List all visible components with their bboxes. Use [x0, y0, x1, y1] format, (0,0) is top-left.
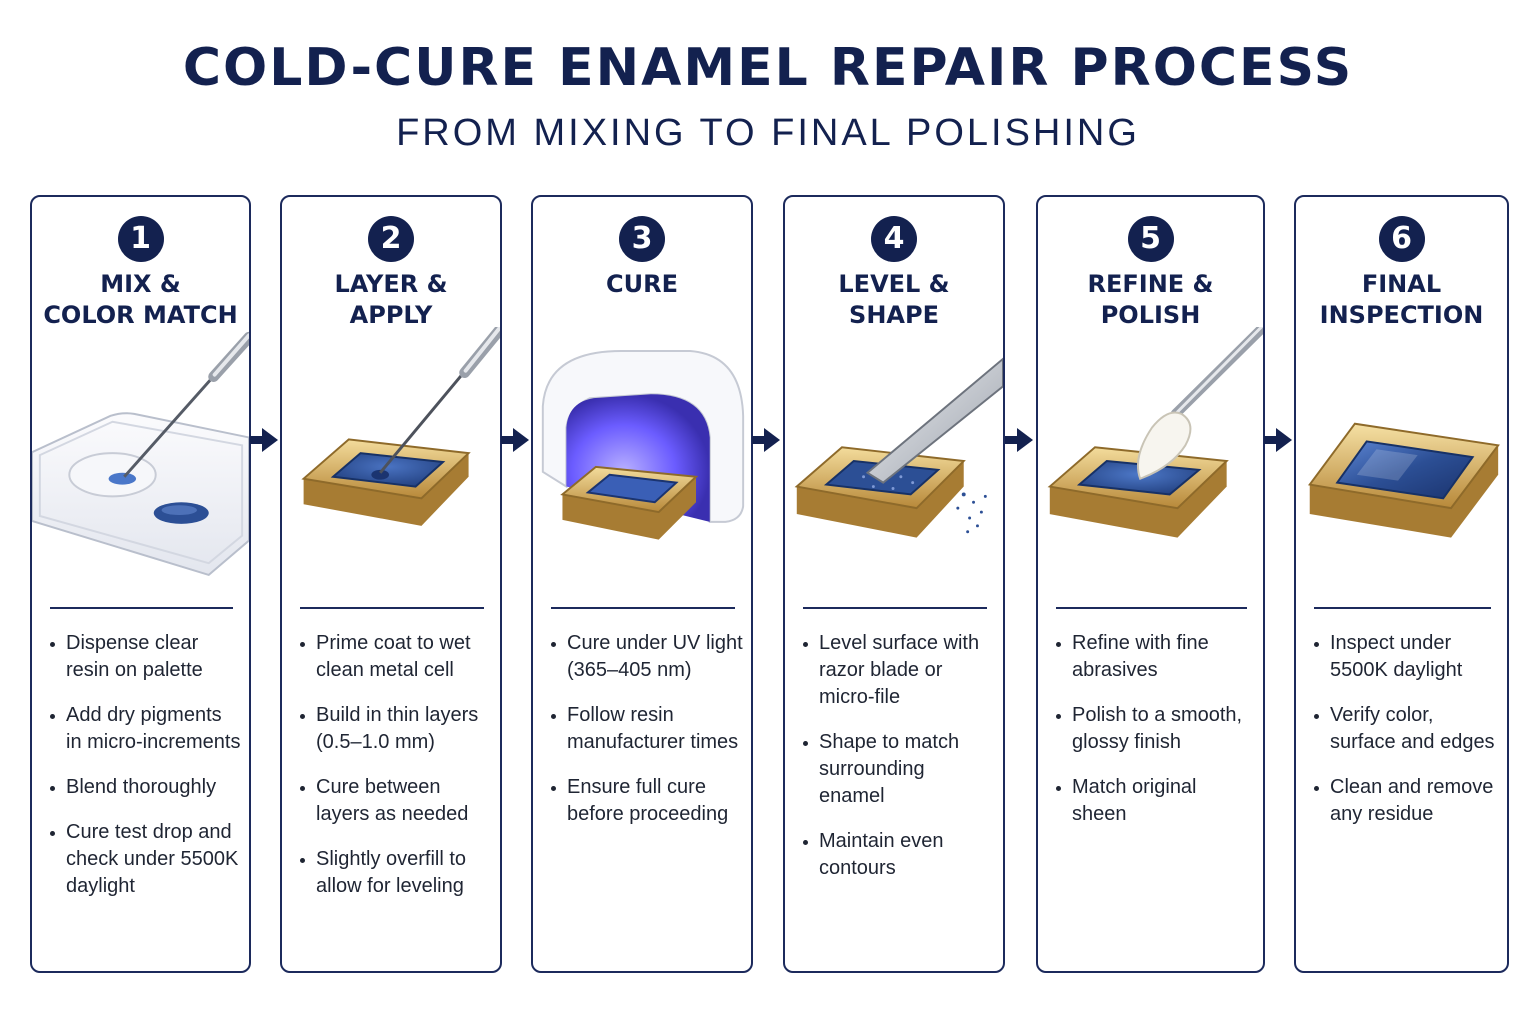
divider	[1314, 607, 1491, 609]
list-item: Level surface with razor blade or micro-…	[799, 630, 995, 711]
list-item: Verify color, surface and edges	[1310, 702, 1499, 756]
list-item: Maintain even contours	[799, 828, 995, 882]
uv-lamp-icon	[541, 350, 745, 540]
step-title-line: INSPECTION	[1319, 301, 1484, 329]
step-title-line: POLISH	[1100, 301, 1201, 329]
step-title-line: LEVEL &	[838, 270, 950, 298]
step-title: LEVEL & SHAPE	[789, 269, 999, 331]
list-item: Inspect under 5500K daylight	[1310, 630, 1499, 684]
divider	[551, 607, 735, 609]
step-card-5: 5 REFINE & POLISH Refine with fine abras…	[1036, 195, 1265, 973]
finished-badge-icon	[1307, 422, 1500, 538]
step-number-badge: 4	[871, 216, 917, 262]
bullet-list: Cure under UV light (365–405 nm) Follow …	[547, 630, 743, 846]
list-item: Follow resin manufacturer times	[547, 702, 743, 756]
step-number-badge: 3	[619, 216, 665, 262]
divider	[300, 607, 484, 609]
step-title: MIX & COLOR MATCH	[36, 269, 245, 331]
step-card-4: 4 LEVEL & SHAPE Level surface with razo	[783, 195, 1005, 973]
arrow-right-icon	[501, 428, 529, 452]
list-item: Cure under UV light (365–405 nm)	[547, 630, 743, 684]
bullet-list: Level surface with razor blade or micro-…	[799, 630, 995, 900]
arrow-right-icon	[250, 428, 278, 452]
step-title: FINAL INSPECTION	[1300, 269, 1503, 331]
bullet-list: Prime coat to wet clean metal cell Build…	[296, 630, 492, 918]
list-item: Cure between layers as needed	[296, 774, 492, 828]
resin-palette-icon	[32, 331, 249, 577]
list-item: Add dry pigments in micro-increments	[46, 702, 241, 756]
polishing-tip-icon	[1047, 327, 1263, 538]
step-card-1: 1 MIX & COLOR MATCH Dispense clear resin…	[30, 195, 251, 973]
arrow-right-icon	[752, 428, 780, 452]
razor-blade-icon	[794, 357, 1003, 538]
list-item: Refine with fine abrasives	[1052, 630, 1255, 684]
list-item: Shape to match surrounding enamel	[799, 729, 995, 810]
list-item: Blend thoroughly	[46, 774, 241, 801]
list-item: Polish to a smooth, glossy finish	[1052, 702, 1255, 756]
step-number-badge: 6	[1378, 216, 1425, 262]
step-card-6: 6 FINAL INSPECTION Inspect under 5500K d…	[1294, 195, 1509, 973]
step-number-badge: 5	[1127, 216, 1174, 262]
list-item: Match original sheen	[1052, 774, 1255, 828]
divider	[50, 607, 233, 609]
step-title-line: APPLY	[349, 301, 433, 329]
list-item: Slightly overfill to allow for leveling	[296, 846, 492, 900]
bullet-list: Refine with fine abrasives Polish to a s…	[1052, 630, 1255, 846]
step-title: LAYER & APPLY	[286, 269, 496, 331]
arrow-right-icon	[1005, 428, 1033, 452]
divider	[1056, 607, 1247, 609]
step-title: CURE	[537, 269, 747, 300]
step-card-3: 3 CURE Cure under UV light (365–405 nm) …	[531, 195, 753, 973]
divider	[803, 607, 987, 609]
step-title-line: FINAL	[1361, 270, 1442, 298]
step-title-line: MIX &	[100, 270, 181, 298]
bullet-list: Inspect under 5500K daylight Verify colo…	[1310, 630, 1499, 846]
bullet-list: Dispense clear resin on palette Add dry …	[46, 630, 241, 918]
list-item: Build in thin layers (0.5–1.0 mm)	[296, 702, 492, 756]
step-title-line: LAYER &	[334, 270, 448, 298]
step-title-line: COLOR MATCH	[43, 301, 238, 329]
applicator-tool-icon	[301, 327, 500, 526]
step-card-2: 2 LAYER & APPLY Prime coat to wet clean …	[280, 195, 502, 973]
arrow-right-icon	[1264, 428, 1292, 452]
list-item: Prime coat to wet clean metal cell	[296, 630, 492, 684]
list-item: Clean and remove any residue	[1310, 774, 1499, 828]
step-title-line: CURE	[606, 270, 678, 298]
step-title-line: REFINE &	[1087, 270, 1214, 298]
step-title: REFINE & POLISH	[1042, 269, 1259, 331]
step-number-badge: 1	[117, 216, 164, 262]
page-title: COLD-CURE ENAMEL REPAIR PROCESS	[182, 38, 1354, 98]
step-title-line: SHAPE	[849, 301, 939, 329]
page-subtitle: FROM MIXING TO FINAL POLISHING	[396, 112, 1140, 154]
list-item: Dispense clear resin on palette	[46, 630, 241, 684]
step-number-badge: 2	[368, 216, 414, 262]
list-item: Cure test drop and check under 5500K day…	[46, 819, 241, 900]
list-item: Ensure full cure before proceeding	[547, 774, 743, 828]
